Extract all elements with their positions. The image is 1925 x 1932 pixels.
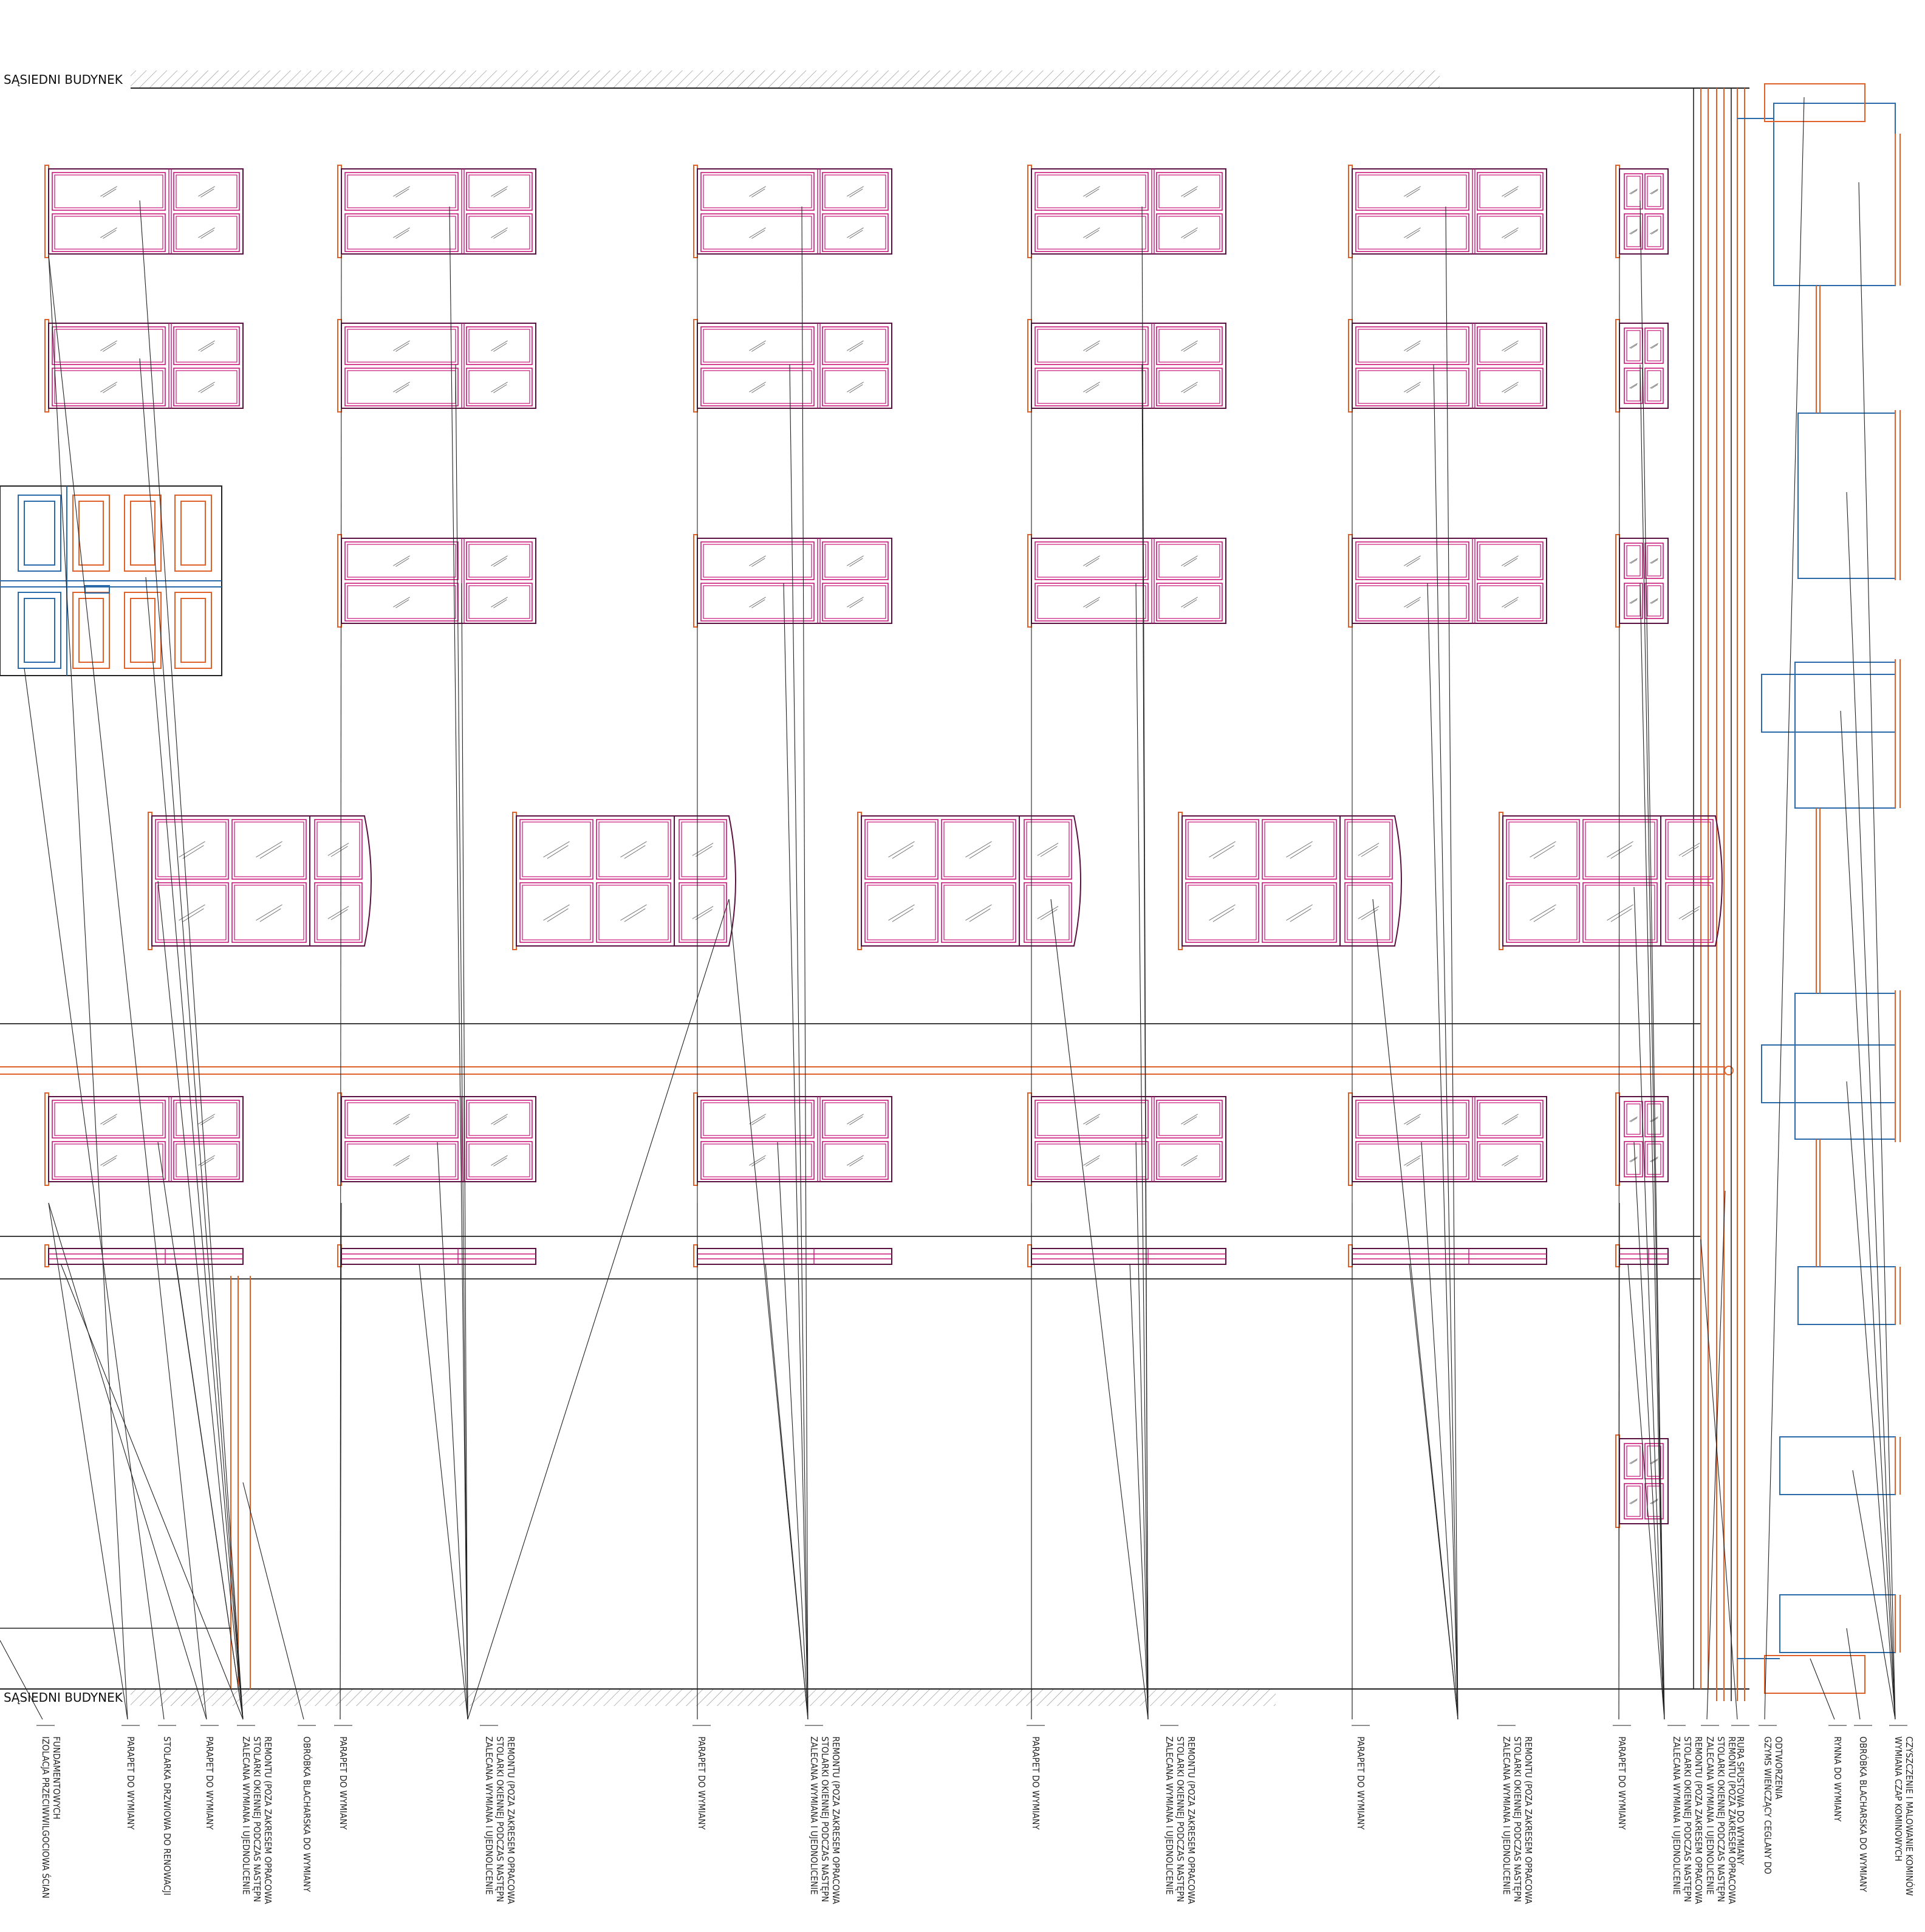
chimney-caps <box>1764 83 1901 1694</box>
window <box>1615 165 1669 258</box>
annotation-text: PARAPET DO WYMIANY <box>125 1736 136 1830</box>
bay-window <box>512 812 736 950</box>
bay-window <box>1178 812 1402 950</box>
annotations: IZOLACJA PRZECIWWILGOCIOWA ŚCIANFUNDAMEN… <box>36 1725 1915 1905</box>
window <box>44 1092 244 1186</box>
annotation-text: GZYMS WIEŃCZĄCY CEGLANY DOODTWORZENIA <box>1762 1736 1784 1874</box>
annotation-text: OBRÓBKA BLACHARSKA DO WYMIANY <box>301 1736 313 1893</box>
windows-layer <box>44 165 1723 1528</box>
annotation-text: ZALECANA WYMIANA I UJEDNOLICENIESTOLARKI… <box>241 1736 273 1905</box>
window <box>337 319 536 413</box>
window <box>1027 1092 1226 1186</box>
bay-window <box>1499 812 1723 950</box>
basement-window <box>1348 1244 1547 1267</box>
facade-bands <box>0 1023 1701 1279</box>
annotation-text: ZALECANA WYMIANA I UJEDNOLICENIESTOLARKI… <box>1704 1736 1737 1905</box>
annotation-text: PARAPET DO WYMIANY <box>204 1736 215 1830</box>
annotation-text: PARAPET DO WYMIANY <box>696 1736 707 1830</box>
window <box>337 534 536 628</box>
neighbor-hatch-bottom <box>0 1689 1276 1706</box>
window <box>1348 1092 1547 1186</box>
basement-window <box>44 1244 244 1267</box>
window <box>693 165 892 258</box>
annotation-text: IZOLACJA PRZECIWWILGOCIOWA ŚCIANFUNDAMEN… <box>40 1736 62 1899</box>
window <box>1348 165 1547 258</box>
window <box>1615 1092 1669 1186</box>
window <box>44 165 244 258</box>
window <box>1027 534 1226 628</box>
annotation-text: ZALECANA WYMIANA I UJEDNOLICENIESTOLARKI… <box>809 1736 841 1905</box>
bay-window <box>857 812 1081 950</box>
horizontal-drainpipe <box>0 1066 1734 1075</box>
window <box>337 165 536 258</box>
window <box>1027 165 1226 258</box>
basement-window <box>1027 1244 1226 1267</box>
annotation-text: PARAPET DO WYMIANY <box>338 1736 349 1830</box>
leader-lines <box>0 97 1896 1720</box>
annotation-text: PARAPET DO WYMIANY <box>1355 1736 1366 1830</box>
annotation-text: RURA SPUSTOWA DO WYMIANY <box>1735 1736 1746 1865</box>
window <box>337 1092 536 1186</box>
window <box>693 319 892 413</box>
annotation-text: STOLARKA DRZWIOWA DO RENOWACJI <box>162 1736 173 1896</box>
basement-window <box>337 1244 536 1267</box>
basement-window <box>1615 1244 1669 1267</box>
annotation-text: PARAPET DO WYMIANY <box>1030 1736 1041 1830</box>
annotation-text: ZALECANA WYMIANA I UJEDNOLICENIESTOLARKI… <box>1164 1736 1197 1905</box>
neighbor-label-bottom: SĄSIEDNI BUDYNEK <box>4 1690 123 1705</box>
window <box>44 319 244 413</box>
annotation-text: ZALECANA WYMIANA I UJEDNOLICENIESTOLARKI… <box>484 1736 516 1905</box>
annotation-text: RYNNA DO WYMIANY <box>1832 1736 1843 1822</box>
entrance-door <box>0 485 222 676</box>
annotation-text: OBRÓBKA BLACHARSKA DO WYMIANY <box>1858 1736 1869 1893</box>
window <box>1027 319 1226 413</box>
annotation-text: ZALECANA WYMIANA I UJEDNOLICENIESTOLARKI… <box>1501 1736 1534 1905</box>
window <box>1615 534 1669 628</box>
bay-window <box>148 812 372 950</box>
annotation-text: ZALECANA WYMIANA I UJEDNOLICENIESTOLARKI… <box>1671 1736 1704 1905</box>
neighbor-hatch-top <box>0 70 1440 87</box>
annotation-text: PARAPET DO WYMIANY <box>1616 1736 1627 1830</box>
basement-window <box>693 1244 892 1267</box>
window <box>1348 534 1547 628</box>
annotation-text: WYMIANA CZAP KOMINOWYCHCZYSZCZENIE I MAL… <box>1893 1736 1915 1896</box>
neighbor-label-top: SĄSIEDNI BUDYNEK <box>4 72 123 87</box>
vertical-drainpipes <box>230 88 1745 1701</box>
window <box>693 1092 892 1186</box>
